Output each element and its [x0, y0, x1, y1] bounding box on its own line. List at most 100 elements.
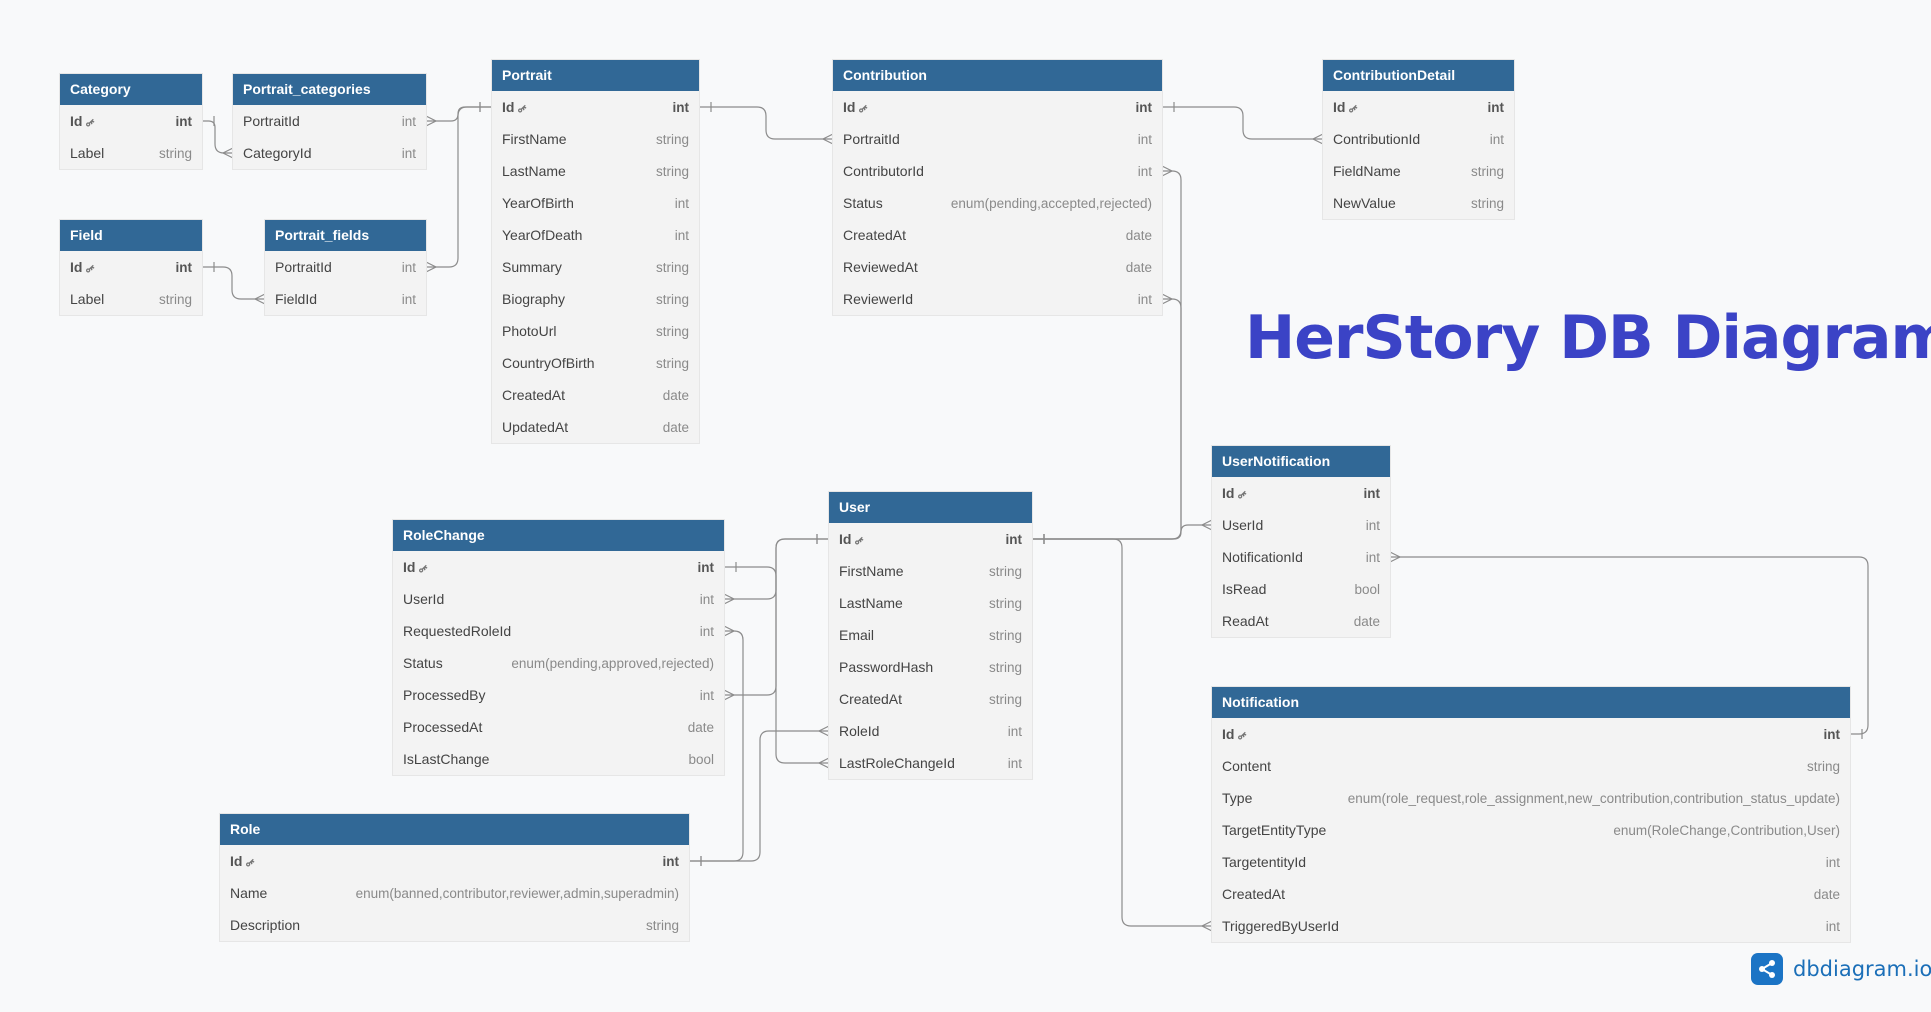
- field-row[interactable]: Id⚷int: [1212, 718, 1850, 750]
- field-name: IsLastChange: [403, 751, 489, 767]
- table-header[interactable]: Contribution: [833, 60, 1162, 91]
- brand-badge[interactable]: dbdiagram.io: [1751, 953, 1931, 985]
- field-name-text: CreatedAt: [502, 387, 566, 403]
- table-header[interactable]: Notification: [1212, 687, 1850, 718]
- field-name: Id⚷: [70, 113, 97, 130]
- field-row[interactable]: Id⚷int: [1323, 91, 1514, 123]
- field-row[interactable]: Id⚷int: [833, 91, 1162, 123]
- table-header[interactable]: RoleChange: [393, 520, 724, 551]
- table-header[interactable]: Category: [60, 74, 202, 105]
- field-row[interactable]: Id⚷int: [60, 105, 202, 137]
- field-type: enum(pending,accepted,rejected): [950, 195, 1152, 211]
- table-header[interactable]: Portrait_categories: [233, 74, 426, 105]
- field-name-text: NotificationId: [1222, 549, 1303, 565]
- field-row[interactable]: Id⚷int: [1212, 477, 1390, 509]
- table-header[interactable]: UserNotification: [1212, 446, 1390, 477]
- table-header[interactable]: ContributionDetail: [1323, 60, 1514, 91]
- field-row[interactable]: IsLastChange bool: [393, 743, 724, 775]
- field-type: string: [988, 563, 1022, 579]
- field-name-text: CategoryId: [243, 145, 312, 161]
- field-row[interactable]: Id⚷int: [220, 845, 689, 877]
- field-type: int: [1007, 723, 1022, 739]
- table-header[interactable]: Portrait_fields: [265, 220, 426, 251]
- field-type: int: [401, 291, 416, 307]
- field-name-text: ReviewedAt: [843, 259, 918, 275]
- field-name-text: YearOfBirth: [502, 195, 574, 211]
- field-row[interactable]: Id⚷int: [492, 91, 699, 123]
- table-header[interactable]: Field: [60, 220, 202, 251]
- field-row[interactable]: Id⚷int: [60, 251, 202, 283]
- table-header[interactable]: Role: [220, 814, 689, 845]
- table-header[interactable]: User: [829, 492, 1032, 523]
- field-name-text: Id: [230, 853, 243, 869]
- field-type: bool: [688, 751, 714, 767]
- field-name-text: Status: [843, 195, 883, 211]
- field-row[interactable]: Id⚷int: [393, 551, 724, 583]
- field-row[interactable]: Id⚷int: [829, 523, 1032, 555]
- field-name: CreatedAt: [1222, 886, 1285, 902]
- field-row[interactable]: Status enum(pending,accepted,rejected): [833, 187, 1162, 219]
- table-header[interactable]: Portrait: [492, 60, 699, 91]
